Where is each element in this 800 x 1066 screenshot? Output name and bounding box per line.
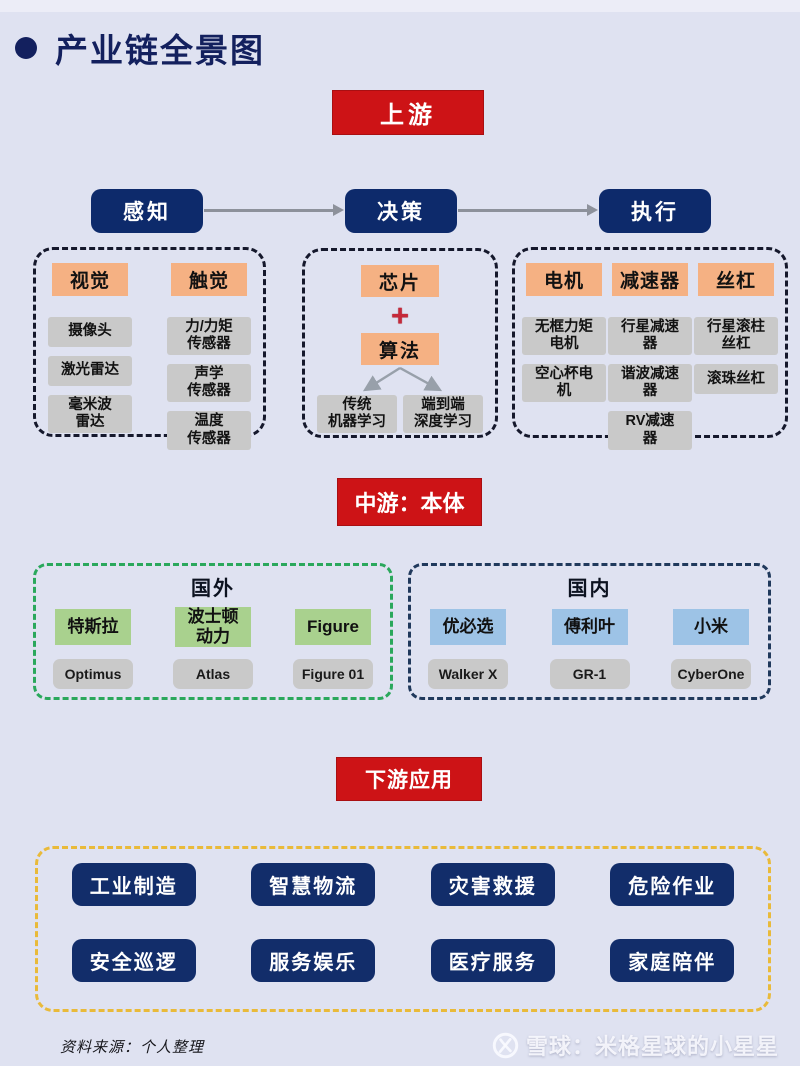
component-item: 行星减速 器 bbox=[608, 317, 692, 356]
plus-icon: + bbox=[390, 298, 410, 333]
application-item: 医疗服务 bbox=[430, 939, 555, 982]
component-item: 温度 传感器 bbox=[167, 411, 251, 450]
watermark: 雪球：米格星球的小星星 bbox=[492, 1029, 779, 1061]
motor-column: 电机 无框力矩 电机 空心杯电 机 bbox=[522, 263, 606, 450]
vision-column: 视觉 摄像头 激光雷达 毫米波 雷达 bbox=[48, 263, 132, 450]
upstream-banner: 上游 bbox=[332, 90, 484, 135]
screw-column: 丝杠 行星滚柱 丝杠 滚珠丝杠 bbox=[694, 263, 778, 450]
brand-model: GR-1 bbox=[549, 659, 630, 689]
bullet-dot-icon bbox=[15, 37, 37, 59]
touch-column: 触觉 力/力矩 传感器 声学 传感器 温度 传感器 bbox=[167, 263, 251, 450]
brand-name: 傅利叶 bbox=[551, 609, 628, 645]
component-item: 摄像头 bbox=[48, 317, 132, 347]
application-item: 智慧物流 bbox=[251, 863, 376, 906]
brand-column-figure: Figure Figure 01 bbox=[293, 604, 373, 689]
chip-header: 芯片 bbox=[361, 265, 439, 297]
column-header: 触觉 bbox=[171, 263, 247, 296]
component-item: 滚珠丝杠 bbox=[694, 364, 778, 395]
panel-label: 国内 bbox=[567, 578, 612, 600]
application-item: 工业制造 bbox=[71, 863, 196, 906]
downstream-banner: 下游应用 bbox=[336, 757, 482, 801]
component-item: 行星滚柱 丝杠 bbox=[694, 317, 778, 356]
brand-column-fourier: 傅利叶 GR-1 bbox=[549, 604, 630, 689]
brand-name: 优必选 bbox=[430, 609, 506, 645]
brand-name: Figure bbox=[295, 609, 371, 645]
top-strip bbox=[0, 0, 800, 12]
brand-column-boston-dynamics: 波士顿 动力 Atlas bbox=[173, 604, 253, 689]
flow-arrow-icon bbox=[458, 204, 598, 216]
decision-panel: 芯片 + 算法 传统 机器学习 端到端 深度学习 bbox=[302, 248, 498, 438]
method-item: 端到端 深度学习 bbox=[403, 395, 483, 434]
brand-column-tesla: 特斯拉 Optimus bbox=[53, 604, 133, 689]
component-item: 力/力矩 传感器 bbox=[167, 317, 251, 356]
source-note: 资料来源：个人整理 bbox=[60, 1039, 205, 1056]
xueqiu-logo-icon bbox=[492, 1032, 519, 1058]
flow-arrow-icon bbox=[204, 204, 344, 216]
component-item: 空心杯电 机 bbox=[522, 364, 606, 403]
stage-node-perception: 感知 bbox=[91, 189, 203, 233]
column-header: 电机 bbox=[526, 263, 602, 296]
execution-panel: 电机 无框力矩 电机 空心杯电 机 减速器 行星减速 器 谐波减速 器 RV减速… bbox=[512, 247, 788, 450]
brand-model: Atlas bbox=[173, 659, 253, 689]
component-item: 毫米波 雷达 bbox=[48, 395, 132, 434]
midstream-banner: 中游：本体 bbox=[337, 478, 482, 526]
application-item: 家庭陪伴 bbox=[610, 939, 735, 982]
component-item: 声学 传感器 bbox=[167, 364, 251, 403]
component-item: RV减速 器 bbox=[608, 411, 692, 450]
column-header: 丝杠 bbox=[698, 263, 774, 296]
brand-model: Optimus bbox=[53, 659, 133, 689]
reducer-column: 减速器 行星减速 器 谐波减速 器 RV减速 器 bbox=[608, 263, 692, 450]
brand-model: Walker X bbox=[428, 659, 508, 689]
application-item: 安全巡逻 bbox=[71, 939, 196, 982]
column-header: 视觉 bbox=[52, 263, 128, 296]
watermark-text: 雪球：米格星球的小星星 bbox=[526, 1034, 780, 1059]
component-item: 谐波减速 器 bbox=[608, 364, 692, 403]
stage-node-decision: 决策 bbox=[345, 189, 457, 233]
brand-name: 特斯拉 bbox=[55, 609, 131, 645]
application-item: 灾害救援 bbox=[430, 863, 555, 906]
brand-column-ubtech: 优必选 Walker X bbox=[428, 604, 508, 689]
component-item: 激光雷达 bbox=[48, 356, 132, 386]
algorithm-header: 算法 bbox=[361, 333, 439, 365]
domestic-brands-panel: 国内 优必选 Walker X 傅利叶 GR-1 小米 CyberOne bbox=[408, 563, 771, 700]
method-item: 传统 机器学习 bbox=[317, 395, 397, 434]
stage-node-execution: 执行 bbox=[599, 189, 711, 233]
brand-model: CyberOne bbox=[671, 659, 751, 689]
component-item: 无框力矩 电机 bbox=[522, 317, 606, 356]
perception-panel: 视觉 摄像头 激光雷达 毫米波 雷达 触觉 力/力矩 传感器 声学 传感器 温度… bbox=[33, 247, 266, 450]
brand-name: 波士顿 动力 bbox=[175, 606, 251, 648]
application-item: 服务娱乐 bbox=[251, 939, 376, 982]
foreign-brands-panel: 国外 特斯拉 Optimus 波士顿 动力 Atlas Figure Figur… bbox=[33, 563, 393, 700]
brand-column-xiaomi: 小米 CyberOne bbox=[671, 604, 751, 689]
split-arrows-icon bbox=[362, 367, 443, 392]
brand-model: Figure 01 bbox=[293, 659, 373, 689]
page-title: 产业链全景图 bbox=[55, 32, 265, 69]
application-item: 危险作业 bbox=[610, 863, 735, 906]
column-header: 减速器 bbox=[612, 263, 688, 296]
title-row: 产业链全景图 bbox=[15, 24, 265, 72]
panel-label: 国外 bbox=[191, 578, 235, 600]
applications-panel: 工业制造 智慧物流 灾害救援 危险作业 安全巡逻 服务娱乐 医疗服务 家庭陪伴 bbox=[35, 846, 771, 1012]
brand-name: 小米 bbox=[673, 609, 749, 645]
